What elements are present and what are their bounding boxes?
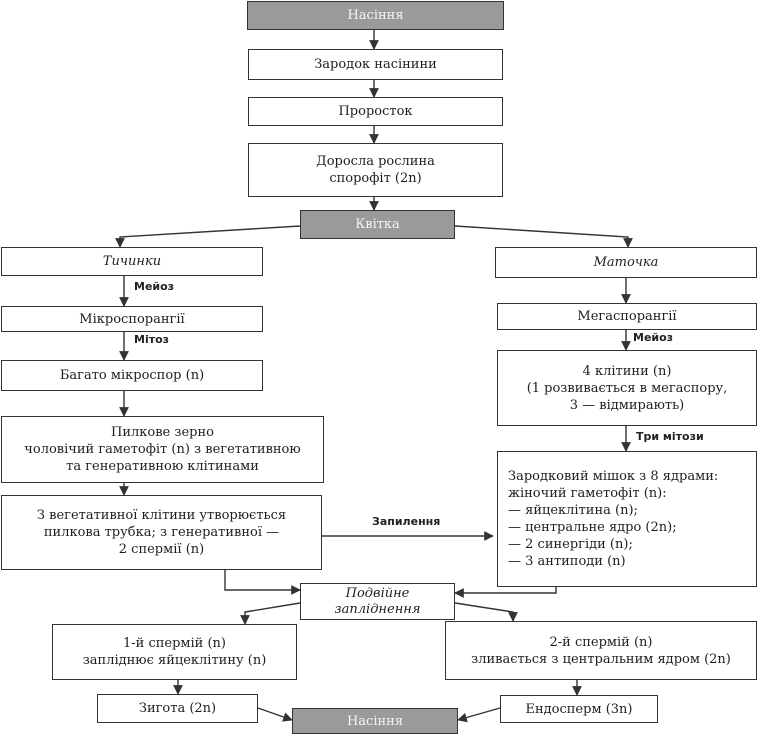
node-sperm2: 2-й спермій (n) зливається з центральним…: [445, 621, 757, 680]
node-embryo-sac: Зародковий мішок з 8 ядрами: жіночий гам…: [497, 451, 757, 587]
node-pollen-grain-line3: та генеративною клітинами: [66, 459, 259, 474]
node-pistil: Маточка: [495, 247, 757, 278]
node-endosperm: Ендосперм (3n): [500, 695, 658, 723]
node-sperm1: 1-й спермій (n) запліднює яйцеклітину (n…: [52, 624, 297, 680]
node-embryo: Зародок насінини: [248, 49, 503, 80]
node-embryo-sac-line5: — 2 синергіди (n);: [508, 537, 633, 552]
node-seed-bottom: Насіння: [292, 708, 458, 734]
node-pollen-tube-line2: пилкова трубка; з генеративної —: [43, 525, 280, 540]
node-stamens-text: Тичинки: [102, 254, 162, 269]
node-sperm2-line2: зливається з центральним ядром (2n): [471, 651, 731, 667]
node-embryo-sac-line6: — 3 антиподи (n): [508, 554, 626, 569]
node-embryo-sac-line3: — яйцеклітина (n);: [508, 503, 638, 518]
node-megasporangia: Мегаспорангії: [497, 303, 757, 330]
node-seed-bottom-text: Насіння: [346, 713, 404, 729]
node-double-fertilization: Подвійне запліднення: [300, 583, 455, 620]
arrow-zygote-seed: [257, 707, 293, 722]
node-microsporangia: Мікроспорангії: [1, 306, 263, 332]
node-adult-plant-line2: спорофіт (2n): [329, 171, 422, 186]
node-seed-top-text: Насіння: [347, 8, 404, 23]
node-endosperm-text: Ендосперм (3n): [525, 701, 633, 717]
arrow-tube-double: [224, 570, 301, 595]
node-sperm2-line1: 2-й спермій (n): [549, 634, 653, 650]
node-pollen-grain: Пилкове зерно чоловічий гаметофіт (n) з …: [1, 416, 324, 483]
arrow-double-sperm1: [240, 602, 301, 625]
arrow-flower-stamens: [115, 225, 301, 248]
arrow-flower-pistil: [454, 225, 633, 248]
node-sperm1-line2: запліднює яйцеклітину (n): [82, 653, 267, 668]
node-zygote: Зигота (2n): [97, 694, 258, 723]
arrow-endosperm-seed: [457, 707, 501, 723]
node-adult-plant: Доросла рослина спорофіт (2n): [248, 143, 503, 197]
node-double-fertilization-line1: Подвійне: [345, 585, 410, 601]
node-four-cells-line2: (1 розвивається в мегаспору,: [526, 380, 728, 396]
node-embryo-text: Зародок насінини: [314, 57, 437, 72]
node-double-fertilization-line2: запліднення: [334, 601, 421, 617]
node-four-cells-line3: 3 — відмирають): [569, 397, 685, 413]
label-mitosis-left: Мітоз: [134, 333, 170, 346]
node-pollen-grain-line1: Пилкове зерно: [111, 425, 214, 440]
node-seed-top: Насіння: [247, 1, 504, 30]
node-zygote-text: Зигота (2n): [138, 701, 217, 716]
node-microsporangia-text: Мікроспорангії: [79, 311, 185, 327]
arrow-double-sperm2: [454, 602, 518, 622]
node-embryo-sac-line2: жіночий гаметофіт (n):: [508, 486, 667, 501]
node-pollen-tube-line3: 2 спермії (n): [118, 542, 205, 557]
node-sprout-text: Проросток: [338, 104, 413, 119]
node-sperm1-line1: 1-й спермій (n): [122, 636, 226, 651]
node-microspores: Багато мікроспор (n): [1, 360, 263, 391]
node-flower: Квітка: [300, 210, 455, 239]
arrow-sac-double: [454, 587, 557, 598]
node-pollen-grain-line2: чоловічий гаметофіт (n) з вегетативною: [24, 442, 301, 457]
node-adult-plant-line1: Доросла рослина: [316, 154, 435, 169]
node-stamens: Тичинки: [1, 247, 263, 276]
node-sprout: Проросток: [248, 97, 503, 126]
label-meiosis-right: Мейоз: [633, 331, 674, 344]
node-pollen-tube: З вегетативної клітини утворюється пилко…: [1, 495, 322, 570]
node-four-cells-line1: 4 клітини (n): [582, 363, 672, 379]
label-three-mitoses: Три мітози: [636, 430, 704, 443]
node-embryo-sac-line4: — центральне ядро (2n);: [508, 520, 677, 535]
node-pollen-tube-line1: З вегетативної клітини утворюється: [36, 508, 287, 523]
label-meiosis-left: Мейоз: [134, 280, 175, 293]
node-embryo-sac-line1: Зародковий мішок з 8 ядрами:: [508, 469, 719, 484]
label-pollination: Запилення: [372, 515, 441, 528]
node-flower-text: Квітка: [355, 217, 400, 232]
node-megasporangia-text: Мегаспорангії: [577, 309, 677, 324]
node-pistil-text: Маточка: [593, 255, 659, 270]
node-microspores-text: Багато мікроспор (n): [59, 368, 205, 383]
node-four-cells: 4 клітини (n) (1 розвивається в мегаспор…: [497, 350, 757, 426]
